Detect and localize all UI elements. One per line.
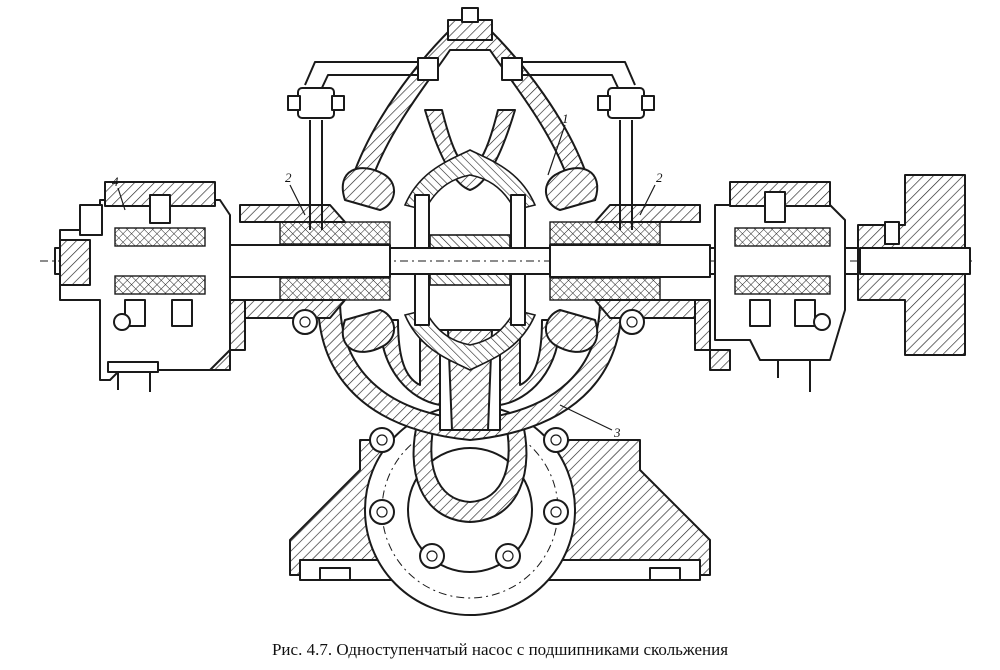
callout-seal-right: 2 bbox=[656, 170, 663, 185]
callout-impeller: 1 bbox=[562, 111, 569, 126]
callout-volute: 3 bbox=[613, 425, 621, 440]
coupling bbox=[857, 174, 971, 356]
callout-seal-left: 2 bbox=[285, 170, 292, 185]
seal-piping bbox=[287, 57, 655, 230]
pump-cross-section-drawing: 1 2 2 3 4 bbox=[40, 7, 975, 616]
seal-left bbox=[239, 204, 391, 319]
callout-bearing: 4 bbox=[112, 174, 119, 189]
bearing-housing-right bbox=[714, 181, 846, 392]
callouts: 1 2 2 3 4 bbox=[112, 111, 663, 440]
volute-horns bbox=[341, 167, 599, 353]
figure-caption: Рис. 4.7. Одноступенчатый насос с подшип… bbox=[271, 640, 729, 659]
bearing-housing-left bbox=[59, 181, 231, 392]
